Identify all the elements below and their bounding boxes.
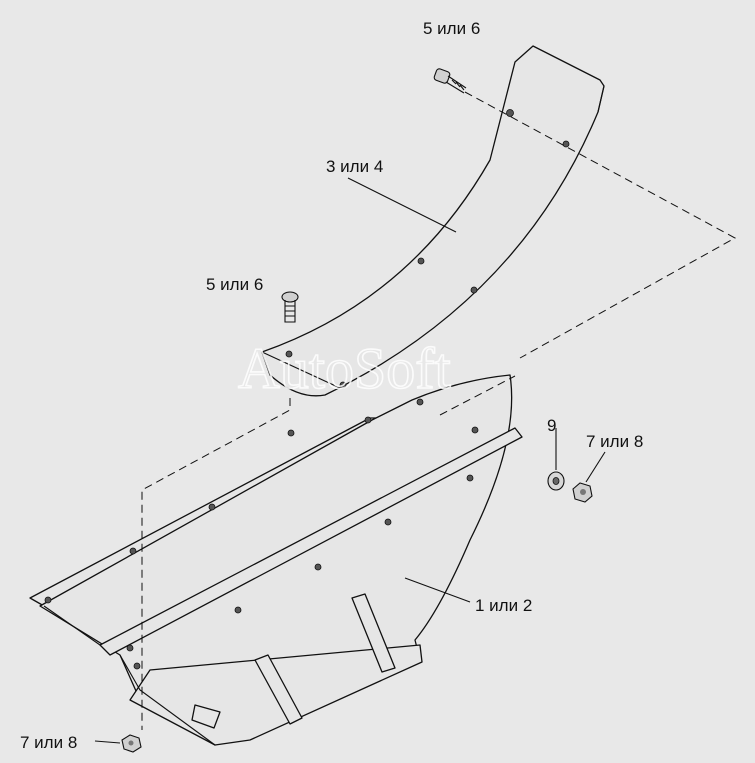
- assembly-lines: [141, 91, 737, 730]
- callout-bolt-top: 5 или 6: [423, 19, 480, 38]
- callout-nut-right: 7 или 8: [586, 432, 643, 451]
- curved-shield-part: [261, 45, 605, 397]
- callout-nut-bottom: 7 или 8: [20, 733, 77, 752]
- watermark: AutoSoft: [238, 336, 451, 401]
- washer: [547, 471, 565, 491]
- bolt-top: [433, 68, 467, 94]
- bolt-mid: [281, 291, 299, 323]
- nut-right: [572, 482, 593, 503]
- nut-bottom: [121, 734, 142, 753]
- callout-shield: 3 или 4: [326, 157, 383, 176]
- leader-lines: [94, 177, 606, 744]
- bracket-part: [29, 374, 523, 746]
- callout-washer: 9: [547, 416, 556, 435]
- callout-bracket: 1 или 2: [475, 596, 532, 615]
- callout-bolt-mid: 5 или 6: [206, 275, 263, 294]
